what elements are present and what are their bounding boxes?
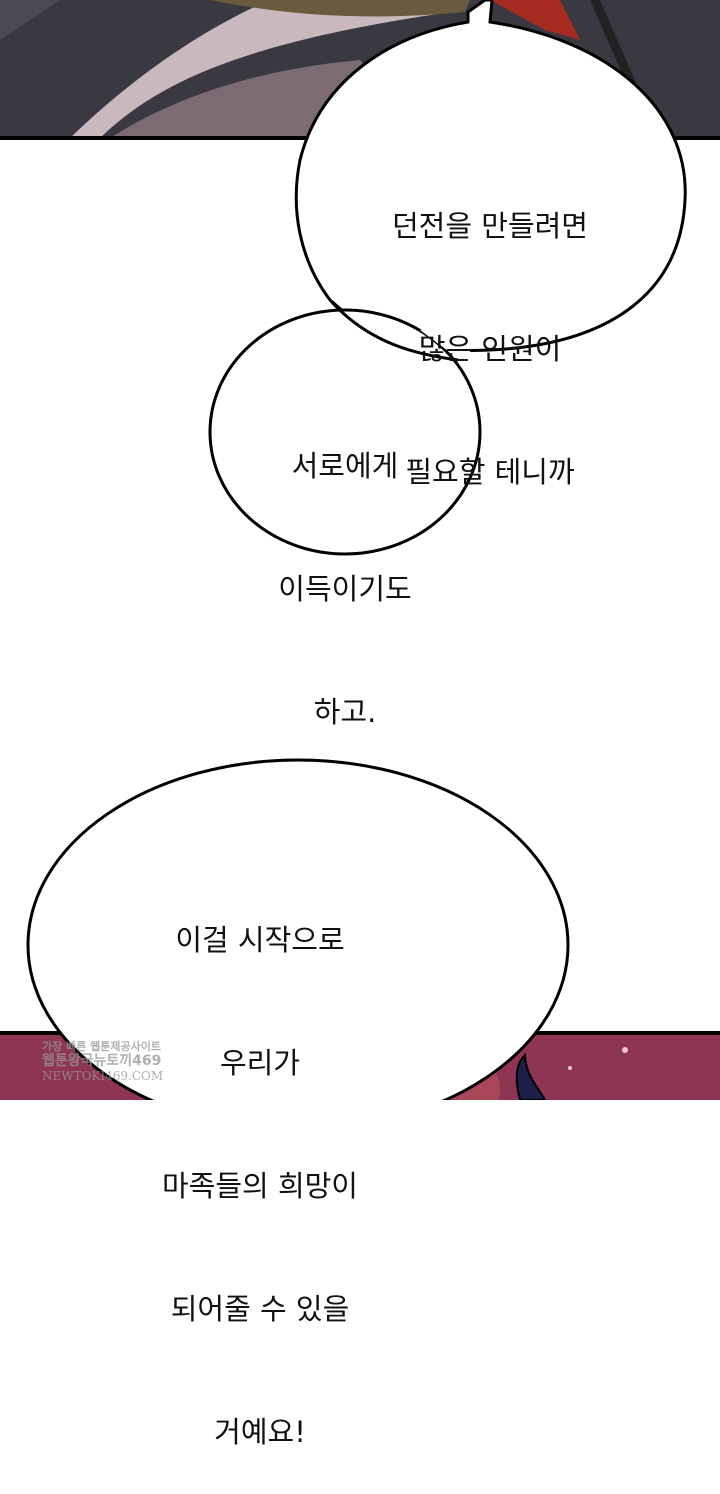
bubble-3-line: 되어줄 수 있을 [170, 1292, 350, 1326]
speech-bubble-3 [26, 758, 570, 1100]
bubble-3-text: 이걸 시작으로 우리가 마족들의 희망이 되어줄 수 있을 거예요! [100, 838, 420, 1494]
bubble-3-line: 거예요! [214, 1415, 306, 1449]
bubble-2-text: 서로에게 이득이기도 하고. [210, 364, 480, 774]
bubble-3-line: 이걸 시작으로 [175, 923, 345, 957]
watermark: 가장 빠른 웹툰제공사이트 웹툰왕국뉴토끼469 NEWTOKI469.COM [42, 1040, 163, 1083]
bubble-1-line: 던전을 만들려면 [392, 209, 588, 243]
comic-artwork [0, 0, 720, 1100]
watermark-line: NEWTOKI469.COM [42, 1069, 164, 1083]
bubble-2-line: 하고. [313, 695, 377, 729]
watermark-line: 가장 빠른 웹툰제공사이트 [42, 1040, 161, 1053]
bubble-2-line: 서로에게 [291, 449, 399, 483]
speech-bubble-2 [208, 299, 482, 556]
bubble-1-line: 필요할 테니까 [405, 455, 575, 489]
bubble-1-text: 던전을 만들려면 많은 인원이 필요할 테니까 [330, 124, 650, 534]
bubble-3-line: 우리가 [219, 1046, 301, 1080]
bubble-1-line: 많은 인원이 [418, 332, 562, 366]
watermark-line: 웹툰왕국뉴토끼469 [42, 1053, 162, 1069]
bubble-3-line: 마족들의 희망이 [162, 1169, 358, 1203]
bubble-2-line: 이득이기도 [278, 572, 412, 606]
